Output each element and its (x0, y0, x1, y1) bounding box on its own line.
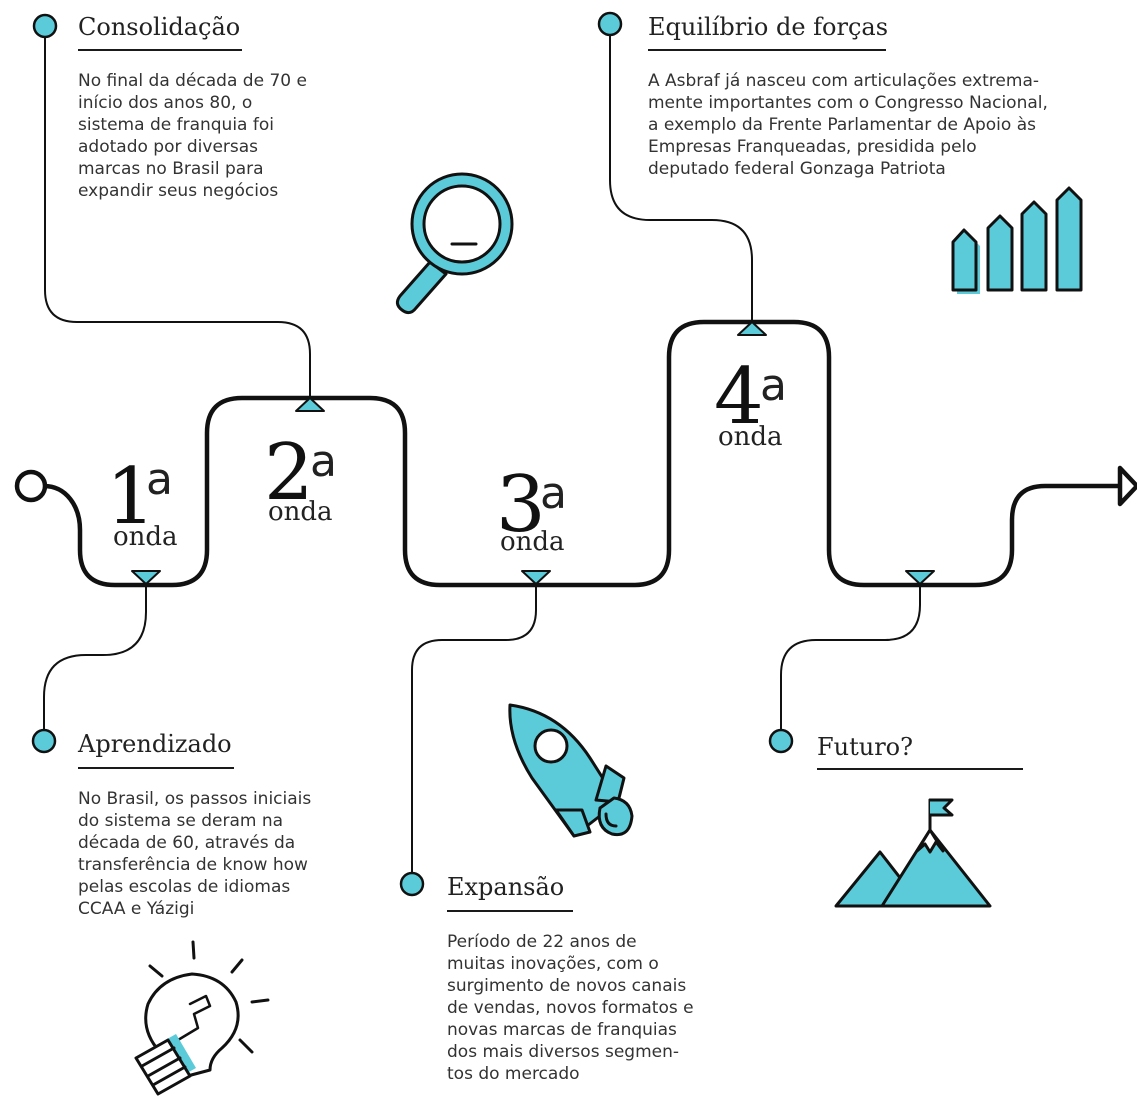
connector-aprendizado (43, 577, 147, 734)
title-underline (648, 49, 886, 51)
phase-title-consolidacao: Consolidação (78, 13, 241, 41)
wave-1-label: onda (113, 522, 178, 552)
lightbulb-icon (134, 940, 270, 1096)
wave-2-number: 2 (264, 428, 314, 518)
wave-3-number: 3 (496, 460, 546, 550)
phase-text-equilibrio: A Asbraf já nasceu com articulações extr… (648, 71, 1048, 179)
wave-4-sup: a (760, 360, 787, 411)
wave-2-marker (295, 397, 325, 412)
phase-title-equilibrio: Equilíbrio de forças (648, 13, 889, 41)
timeline-start-circle (14, 469, 48, 503)
wave-1-number: 1 (106, 452, 156, 542)
wave-4-marker (737, 321, 767, 336)
wave-2-sup: a (310, 436, 337, 487)
phase-title-futuro: Futuro? (817, 733, 913, 761)
phase-dot-equilibrio (597, 11, 623, 37)
growth-bars-icon (951, 186, 1083, 294)
wave-1-sup: a (146, 454, 173, 505)
connector-equilibrio (609, 26, 753, 325)
rocket-icon (508, 703, 634, 838)
phase-title-expansao: Expansão (447, 873, 565, 901)
magnifier-icon (395, 172, 514, 315)
wave-1-marker (131, 570, 161, 585)
connector-consolidacao (44, 30, 311, 400)
title-underline (817, 768, 1023, 770)
phase-dot-consolidacao (32, 13, 58, 39)
timeline-road (43, 319, 1120, 588)
wave-5-marker (905, 570, 935, 585)
wave-4-label: onda (718, 422, 783, 452)
title-underline (78, 767, 234, 769)
phase-text-consolidacao: No final da década de 70 e início dos an… (78, 71, 307, 201)
phase-dot-futuro (768, 728, 794, 754)
mountain-flag-icon (834, 798, 992, 908)
wave-4-number: 4 (714, 352, 764, 442)
timeline-end-arrow (1117, 465, 1137, 507)
phase-dot-aprendizado (31, 728, 57, 754)
wave-2-label: onda (268, 497, 333, 527)
wave-3-label: onda (500, 527, 565, 557)
wave-3-sup: a (540, 468, 567, 519)
phase-title-aprendizado: Aprendizado (78, 730, 232, 758)
title-underline (447, 910, 573, 912)
phase-text-expansao: Período de 22 anos de muitas inovações, … (447, 932, 694, 1084)
title-underline (78, 49, 242, 51)
phase-dot-expansao (399, 871, 425, 897)
connector-expansao (411, 577, 537, 875)
connector-futuro (780, 577, 921, 732)
phase-text-aprendizado: No Brasil, os passos iniciais do sistema… (78, 789, 312, 919)
wave-3-marker (521, 570, 551, 585)
